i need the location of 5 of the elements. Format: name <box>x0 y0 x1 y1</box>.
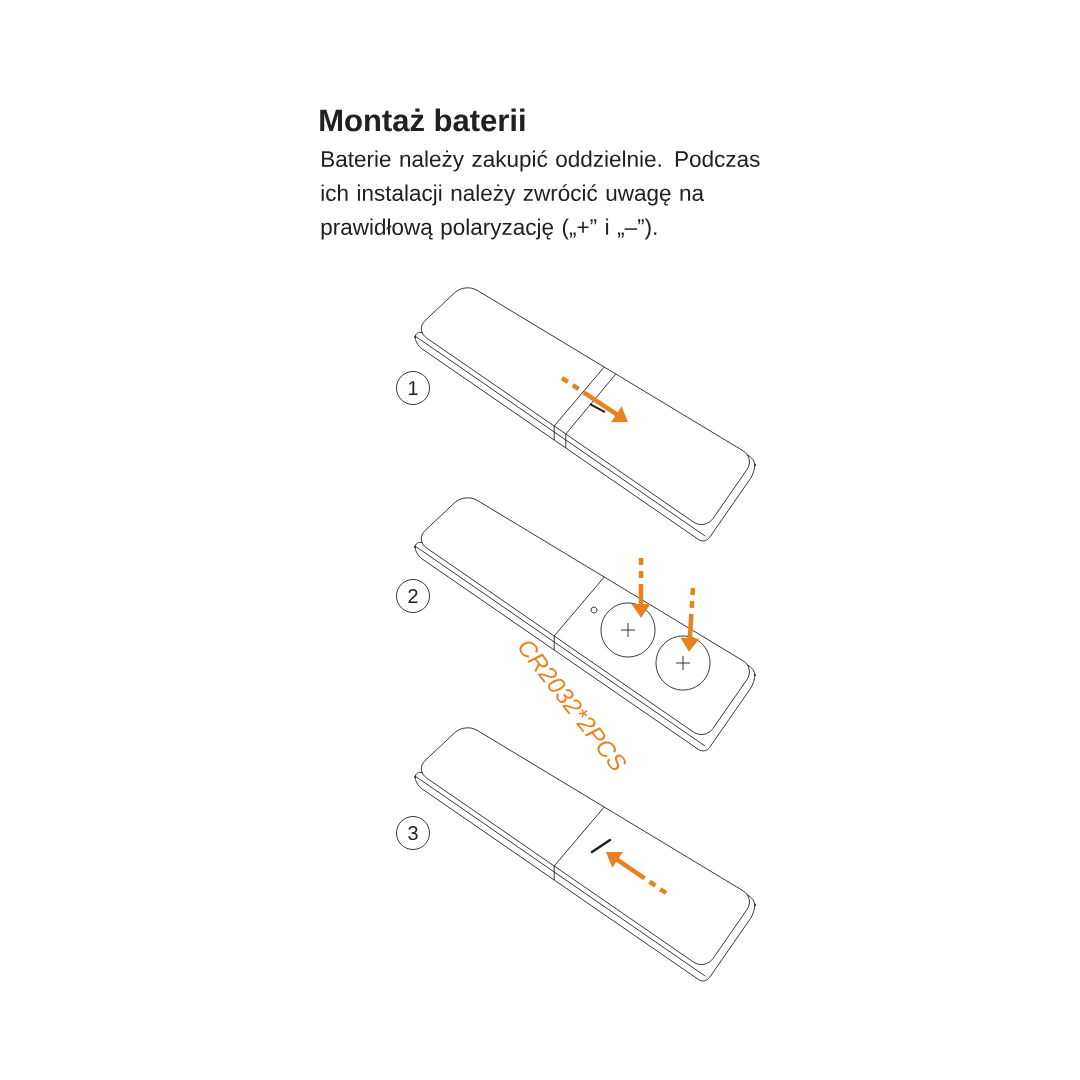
heading: Montaż baterii <box>320 108 525 132</box>
instruction-text: Baterie należy zakupić oddzielnie. Podczas ich instalacji należy zwrócić uwagę na prawidłową polaryzację („+” i „–”). <box>321 150 760 240</box>
step-number: 1 <box>396 371 430 405</box>
step-number: 3 <box>396 816 430 850</box>
step-number: 2 <box>396 579 430 613</box>
